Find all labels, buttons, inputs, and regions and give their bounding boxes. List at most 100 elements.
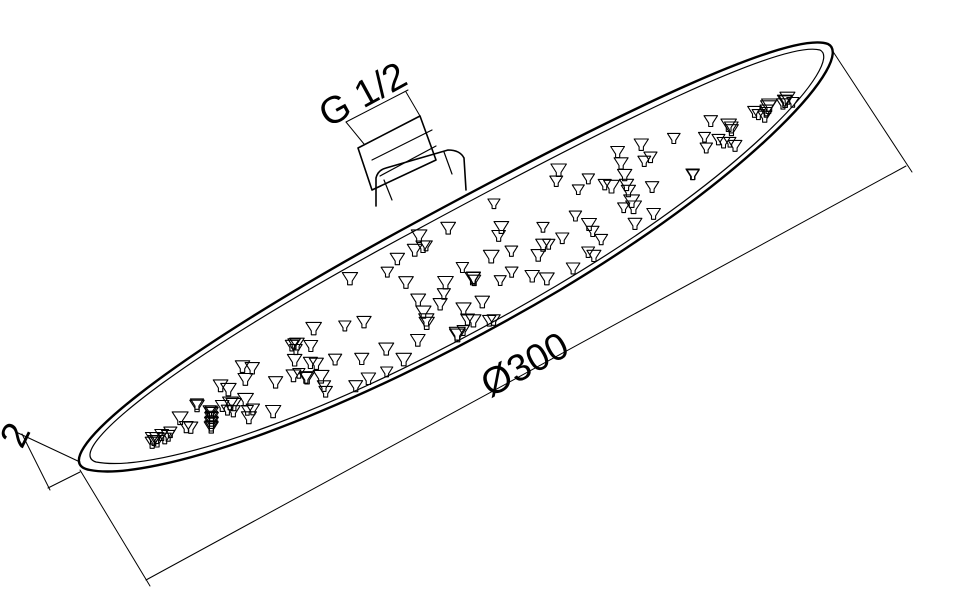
nozzle <box>204 405 218 417</box>
nozzle <box>292 367 306 379</box>
nozzle <box>415 305 432 319</box>
nozzle <box>465 271 481 284</box>
nozzle <box>644 181 660 193</box>
nozzle <box>610 145 626 159</box>
thickness-extension-line-bottom <box>47 471 81 489</box>
nozzle <box>214 399 230 412</box>
connector-nut-edge-1 <box>371 129 433 161</box>
nozzle <box>305 321 322 336</box>
nozzle <box>723 136 737 148</box>
nozzle <box>348 380 364 393</box>
nozzle <box>550 163 567 177</box>
shower-disc <box>77 41 834 473</box>
nozzle <box>289 337 305 351</box>
nozzle <box>585 225 600 238</box>
thickness-label: 2 <box>0 417 39 454</box>
nozzle <box>157 432 172 445</box>
nozzle <box>536 221 550 233</box>
nozzle <box>530 249 547 262</box>
diameter-extension-line-right <box>831 49 913 173</box>
nozzle <box>487 198 501 210</box>
nozzle <box>398 276 414 289</box>
nozzle-array <box>144 91 800 449</box>
nozzle <box>432 298 448 311</box>
thread-extension-line-right <box>405 91 421 117</box>
nozzle <box>220 382 237 397</box>
nozzle <box>711 133 726 146</box>
nozzle <box>720 118 737 132</box>
nozzle <box>685 168 700 181</box>
connector-collar-right <box>443 151 453 175</box>
diameter-label: Ø300 <box>474 325 576 406</box>
nozzle <box>189 398 205 410</box>
nozzle <box>565 262 581 275</box>
nozzle <box>303 339 319 353</box>
nozzle <box>541 238 556 250</box>
nozzle <box>549 175 564 187</box>
nozzle <box>284 339 300 352</box>
nozzle <box>460 313 476 326</box>
nozzle <box>616 168 633 182</box>
connector-collar-left <box>383 179 393 201</box>
nozzle <box>778 95 793 107</box>
nozzle <box>380 266 395 278</box>
nozzle <box>786 96 800 108</box>
nozzle <box>455 261 470 274</box>
nozzle <box>212 379 229 393</box>
nozzle <box>467 274 482 287</box>
nozzle <box>581 246 596 258</box>
nozzle <box>436 288 451 300</box>
nozzle <box>338 320 352 332</box>
nozzle <box>779 91 796 105</box>
nozzle <box>581 173 596 185</box>
nozzle <box>419 240 433 252</box>
nozzle <box>538 272 555 286</box>
nozzle <box>747 105 762 118</box>
nozzle <box>613 157 629 170</box>
nozzle <box>627 217 643 230</box>
nozzle <box>144 431 161 445</box>
nozzle <box>504 266 519 278</box>
nozzle <box>285 369 302 383</box>
nozzle <box>555 232 570 245</box>
nozzle <box>264 404 282 419</box>
nozzle <box>637 155 652 167</box>
nozzle <box>360 372 377 386</box>
nozzle <box>603 179 620 194</box>
nozzle <box>571 184 585 196</box>
nozzle <box>491 229 506 242</box>
disc-outer-rim <box>77 41 834 473</box>
nozzle <box>410 293 427 307</box>
nozzle <box>699 142 714 154</box>
nozzle <box>418 316 435 330</box>
nozzle <box>493 221 510 234</box>
nozzle <box>178 421 194 434</box>
nozzle <box>287 338 301 350</box>
nozzle <box>646 207 661 220</box>
thread-label: G 1/2 <box>312 55 414 136</box>
nozzle <box>586 249 602 263</box>
connector-body <box>375 149 467 207</box>
nozzle <box>482 314 497 327</box>
nozzle <box>286 353 303 367</box>
nozzle <box>389 252 406 266</box>
nozzle <box>237 372 254 386</box>
nozzle <box>618 178 635 192</box>
nozzle <box>380 366 394 378</box>
nozzle <box>327 353 343 366</box>
nozzle <box>580 217 598 232</box>
nozzle <box>666 132 681 145</box>
nozzle <box>318 385 333 398</box>
nozzle <box>594 233 609 246</box>
connector-fitting <box>357 115 467 207</box>
nozzle <box>625 200 643 215</box>
nozzle <box>633 138 649 151</box>
nozzle <box>455 302 472 316</box>
nozzle <box>727 139 743 152</box>
nozzle <box>341 272 359 286</box>
nozzle <box>448 328 466 343</box>
nozzle <box>163 426 178 439</box>
nozzle <box>298 371 314 384</box>
nozzle <box>418 313 435 327</box>
nozzle <box>597 178 612 191</box>
